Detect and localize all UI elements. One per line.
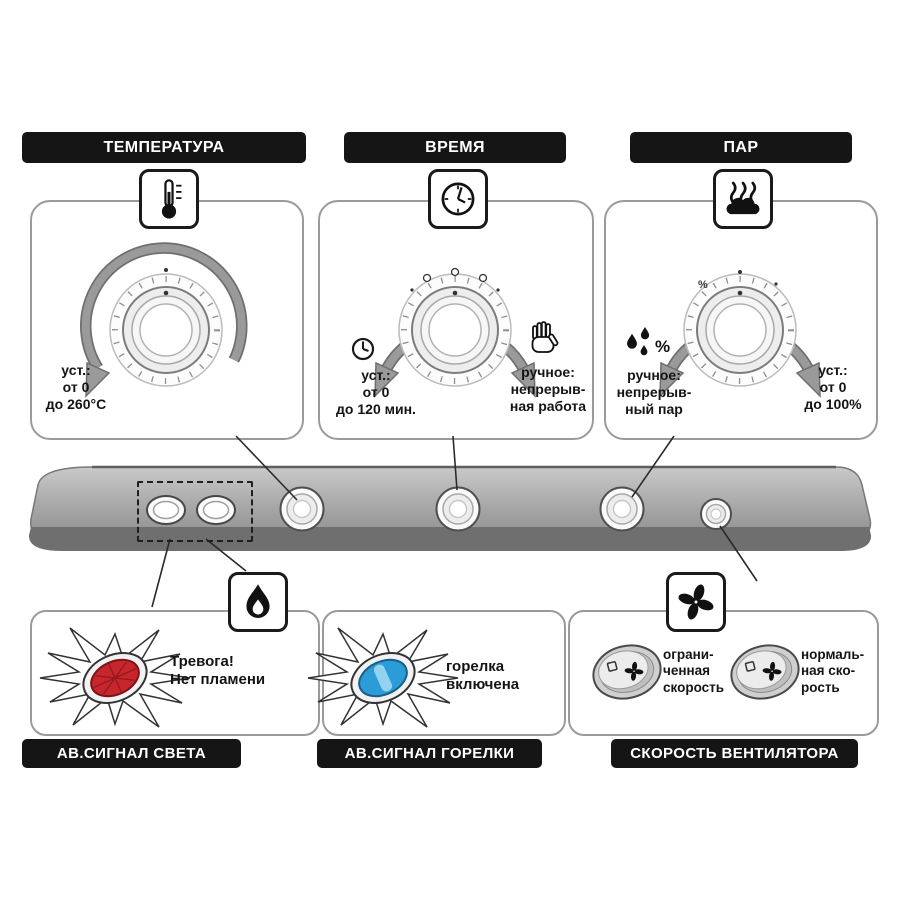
steam-icon — [726, 181, 760, 215]
strip-knob-temperature — [279, 486, 325, 532]
strip-knob-time — [435, 486, 481, 532]
clock-iconbox — [428, 169, 488, 229]
time-section-label: ВРЕМЯ — [344, 132, 566, 163]
burner-alarm-label: АВ.СИГНАЛ ГОРЕЛКИ — [317, 739, 542, 768]
strip-knob-steam — [599, 486, 645, 532]
flame-iconbox — [228, 572, 288, 632]
control-panel-strip — [28, 465, 872, 551]
steam-set-note: уст.: от 0 до 100% — [804, 362, 862, 413]
temperature-set-note: уст.: от 0 до 260°C — [45, 362, 107, 413]
steam-iconbox — [713, 169, 773, 229]
indicator-lights-outline — [137, 481, 253, 542]
steam-manual-note: ручное: непрерыв- ный пар — [616, 367, 692, 418]
steam-section-label: ПАР — [630, 132, 852, 163]
fan-icon — [678, 584, 714, 620]
clock-icon — [441, 182, 475, 216]
flame-icon — [246, 584, 270, 618]
burner-alarm-note: горелка включена — [446, 658, 520, 694]
fan-speed-label: СКОРОСТЬ ВЕНТИЛЯТОРА — [611, 739, 858, 768]
light-alarm-note: Тревога! Нет пламени — [170, 653, 266, 689]
fan-normal-note: нормаль- ная ско- рость — [801, 647, 865, 695]
fan-limited-note: ограни- ченная скорость — [663, 647, 725, 695]
light-alarm-label: АВ.СИГНАЛ СВЕТА — [22, 739, 241, 768]
time-manual-note: ручное: непрерыв- ная работа — [509, 364, 587, 415]
strip-knob-fan-speed — [700, 498, 732, 530]
temperature-section-label: ТЕМПЕРАТУРА — [22, 132, 306, 163]
fan-iconbox — [666, 572, 726, 632]
time-set-note: уст.: от 0 до 120 мин. — [336, 367, 416, 418]
thermometer-iconbox — [139, 169, 199, 229]
thermometer-icon — [161, 179, 182, 219]
